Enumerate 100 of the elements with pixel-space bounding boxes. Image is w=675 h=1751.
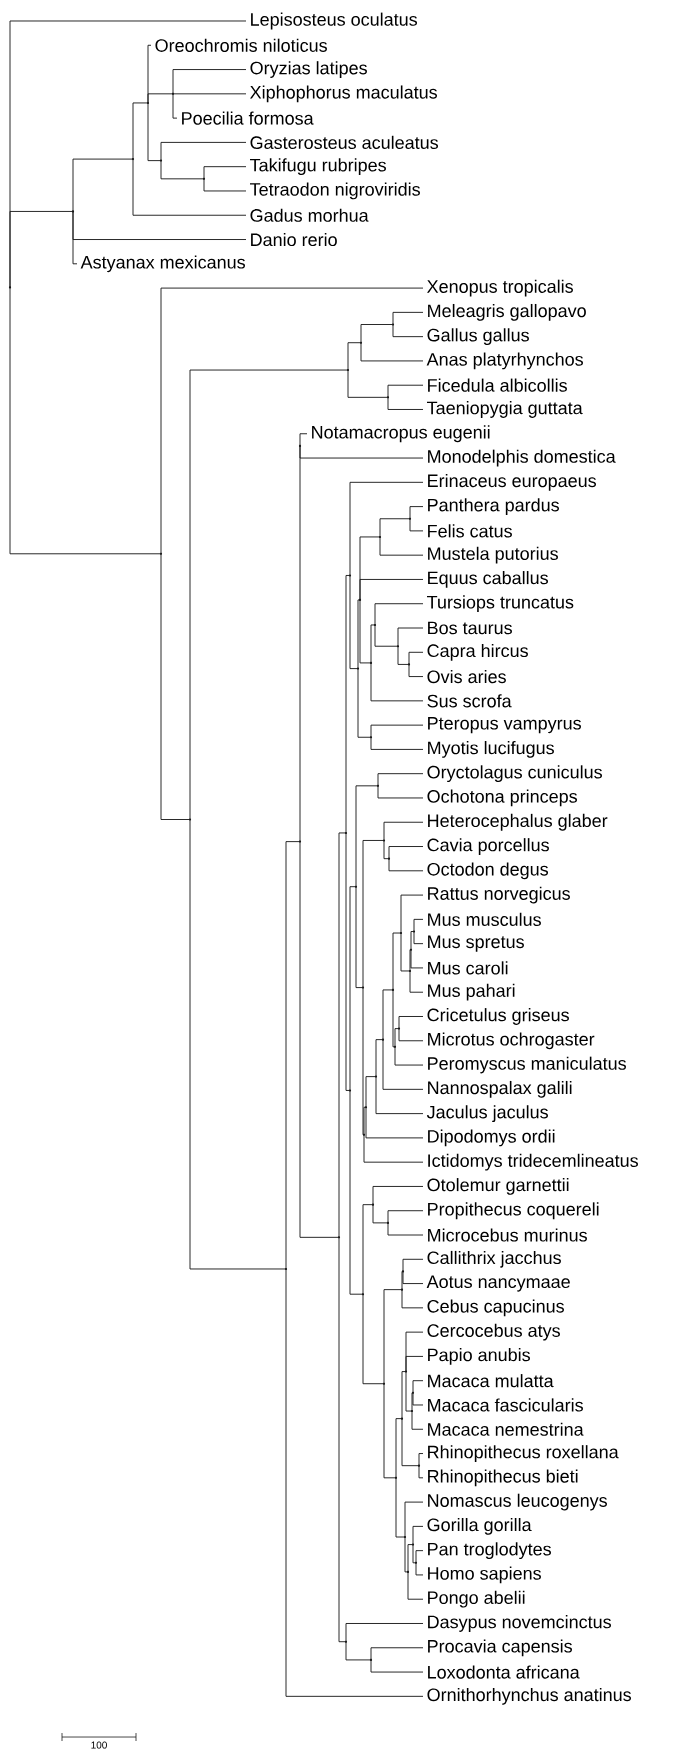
species-label: Mus spretus xyxy=(428,935,524,952)
tree-branch xyxy=(370,1659,424,1673)
tree-branch xyxy=(355,785,379,888)
species-label: Sus scrofa xyxy=(427,694,512,708)
tree-branch xyxy=(189,369,349,820)
tree-branch xyxy=(401,1289,424,1309)
tree-branch xyxy=(160,160,205,180)
tree-branch xyxy=(383,840,390,860)
tree-branch xyxy=(359,599,372,664)
tree-branch xyxy=(392,324,424,338)
tree-branch xyxy=(395,1477,406,1538)
tree-branch xyxy=(370,662,424,702)
species-label: Anas platyrhynchos xyxy=(426,352,583,370)
tree-branch xyxy=(357,668,372,738)
tree-branch xyxy=(405,1371,413,1412)
species-label: Homo sapiens xyxy=(428,1566,541,1584)
tree-branch xyxy=(338,1236,347,1643)
tree-branch xyxy=(397,645,410,665)
species-label: Mustela putorius xyxy=(428,546,558,564)
tree-branch xyxy=(345,1641,372,1661)
species-label: Xiphophorus maculatus xyxy=(250,85,437,103)
species-label: Ficedula albicollis xyxy=(428,378,567,392)
species-label: Felis catus xyxy=(428,524,512,538)
tree-branch xyxy=(365,1076,377,1108)
tree-branch xyxy=(160,287,424,555)
tree-branch xyxy=(345,832,351,1091)
tree-branch xyxy=(72,210,78,265)
tree-branch xyxy=(349,481,424,576)
species-label: Pteropus vampyrus xyxy=(428,717,581,734)
tree-branch xyxy=(401,1270,404,1291)
species-label: Heterocephalus glaber xyxy=(428,813,608,831)
tree-branch xyxy=(355,886,364,989)
tree-branch xyxy=(362,987,365,1136)
species-label: Gorilla gorilla xyxy=(427,1518,532,1535)
species-label: Mus caroli xyxy=(428,961,508,975)
species-label: Danio rerio xyxy=(251,232,337,247)
tree-branch xyxy=(404,1536,409,1573)
species-label: Otolemur garnettii xyxy=(427,1178,569,1195)
tree-branch xyxy=(410,931,415,951)
tree-branch xyxy=(379,518,411,538)
tree-branch xyxy=(382,989,394,1041)
tree-branch xyxy=(387,1222,424,1236)
tree-branch xyxy=(410,949,424,969)
tree-branch xyxy=(405,1355,424,1373)
species-label: Cercocebus atys xyxy=(427,1323,560,1341)
species-label: Callithrix jacchus xyxy=(427,1250,561,1268)
species-label: Notamacropus eugenii xyxy=(312,425,490,443)
species-label: Loxodonta africana xyxy=(428,1665,580,1679)
tree-branch xyxy=(372,1186,424,1206)
tree-branch xyxy=(412,1525,424,1546)
tree-branch xyxy=(189,819,287,1270)
tree-branch xyxy=(299,433,308,447)
tree-branch xyxy=(392,311,424,325)
tree-branch xyxy=(387,1210,424,1224)
tree-branch xyxy=(362,840,385,989)
tree-branch xyxy=(418,1465,424,1479)
tree-branch xyxy=(392,989,396,1048)
tree-branch xyxy=(360,324,394,344)
species-label: Mus pahari xyxy=(428,983,515,1001)
tree-branch xyxy=(349,1090,364,1295)
species-label: Macaca nemestrina xyxy=(428,1422,584,1436)
species-label: Lepisosteus oculatus xyxy=(251,12,417,30)
species-label: Peromyscus maniculatus xyxy=(428,1056,626,1074)
tree-branch xyxy=(338,832,347,1238)
tree-branch xyxy=(409,518,424,532)
tree-branch xyxy=(388,858,424,872)
tree-branch xyxy=(285,1268,424,1697)
species-label: Propithecus coquereli xyxy=(428,1202,599,1220)
tree-branch xyxy=(409,949,412,972)
tree-branch xyxy=(398,1016,424,1030)
tree-branch xyxy=(160,141,247,162)
tree-branch xyxy=(400,932,411,972)
tree-branch xyxy=(408,663,424,678)
species-label: Cricetulus griseus xyxy=(427,1008,569,1025)
species-label: Ochotona princeps xyxy=(427,789,577,807)
tree-branch xyxy=(172,93,247,95)
tree-branch xyxy=(387,384,424,398)
tree-branch xyxy=(285,841,301,1270)
species-label: Gallus gallus xyxy=(427,328,529,346)
species-label: Takifugu rubripes xyxy=(250,158,386,176)
species-label: Cavia porcellus xyxy=(427,838,549,855)
tree-branch xyxy=(160,553,191,820)
tree-branch xyxy=(365,1106,424,1139)
tree-branch xyxy=(407,1571,424,1600)
species-label: Equus caballus xyxy=(428,571,548,588)
tree-branch xyxy=(377,785,424,799)
species-label: Cebus capucinus xyxy=(427,1299,564,1317)
tree-branch xyxy=(299,841,340,1238)
tree-branch xyxy=(383,821,424,841)
tree-branch xyxy=(345,1623,424,1643)
species-label: Gadus morhua xyxy=(250,208,369,222)
tree-branch xyxy=(409,506,424,520)
tree-branch xyxy=(411,1410,424,1430)
species-label: Pan troglodytes xyxy=(428,1542,551,1560)
species-label: Rhinopithecus roxellana xyxy=(428,1445,619,1462)
tree-branch xyxy=(370,1647,424,1661)
tree-branch xyxy=(349,575,359,670)
species-label: Procavia capensis xyxy=(428,1639,572,1657)
tree-branch xyxy=(347,369,389,398)
tree-branch xyxy=(392,932,402,991)
